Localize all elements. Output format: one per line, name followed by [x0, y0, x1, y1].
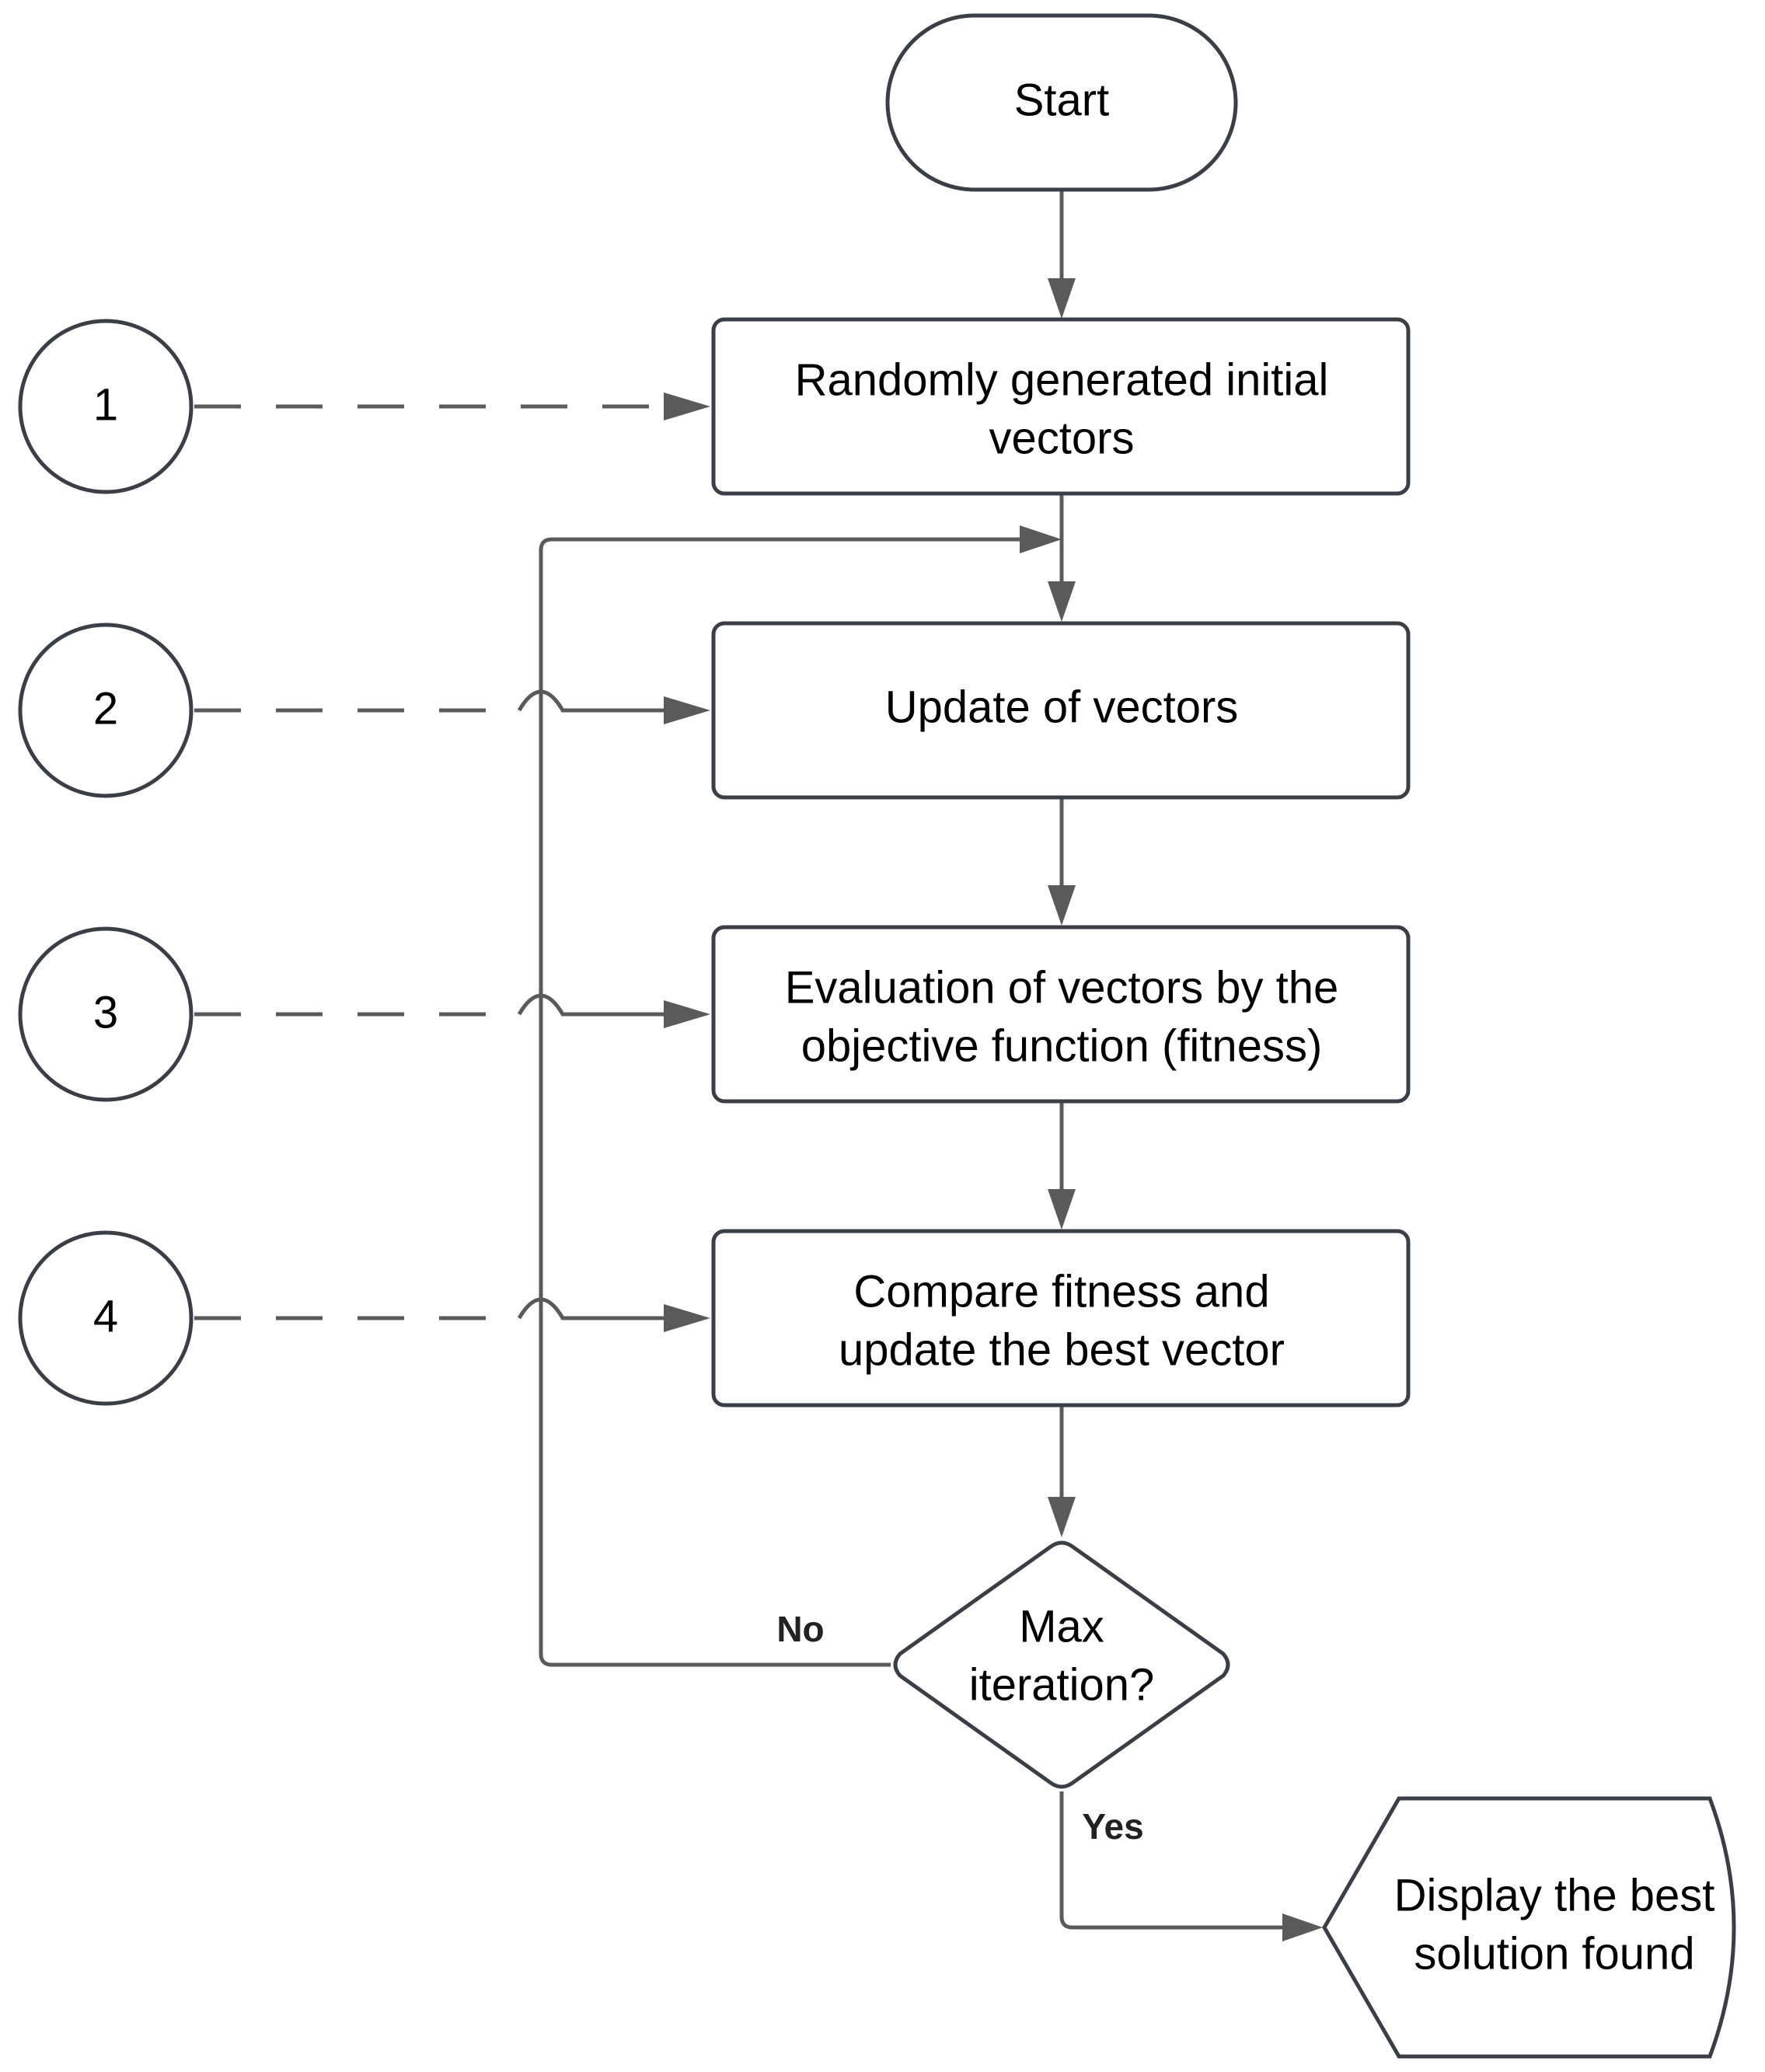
arrowhead-marker-1 [664, 392, 710, 420]
update-process-node: Update of vectors [711, 621, 1411, 800]
hop-over-4 [517, 1297, 668, 1320]
arrowhead-compare-to-decision [1048, 1497, 1076, 1537]
evaluate-process-node: Evaluation of vectors by the objective f… [711, 925, 1411, 1104]
step-marker-3: 3 [18, 926, 194, 1102]
branch-label-no: No [776, 1609, 824, 1649]
step-marker-4-label: 4 [93, 1291, 118, 1341]
arrowhead-start-to-init [1048, 278, 1076, 319]
step-marker-4: 4 [18, 1230, 194, 1406]
arrowhead-marker-4 [664, 1304, 710, 1332]
start-node: Start [885, 13, 1238, 192]
update-label: Update of vectors [885, 682, 1239, 732]
compare-label-line1: Compare fitness and [853, 1266, 1269, 1317]
step-marker-1-label: 1 [93, 379, 118, 430]
arrowhead-yes-to-display [1282, 1913, 1323, 1941]
decision-node: Max iteration? [893, 1540, 1230, 1789]
decision-label-line2: iteration? [969, 1659, 1155, 1710]
connector-no-loop [539, 537, 1026, 1667]
display-node: Display the best solution found [1322, 1796, 1736, 2059]
evaluate-label-line1: Evaluation of vectors by the [785, 962, 1339, 1013]
arrowhead-evaluate-to-compare [1048, 1189, 1076, 1230]
start-node-label: Start [1014, 75, 1110, 125]
display-label-line2: solution found [1414, 1928, 1694, 1979]
arrowhead-init-to-update [1048, 581, 1076, 622]
step-marker-2: 2 [18, 623, 194, 798]
init-process-node: Randomly generated initial vectors [711, 317, 1411, 496]
connector-yes-to-display [1059, 1791, 1290, 1930]
arrowhead-marker-2 [664, 696, 710, 724]
step-marker-2-label: 2 [93, 683, 118, 734]
hop-over-2 [517, 689, 668, 713]
compare-label-line2: update the best vector [839, 1324, 1285, 1375]
arrowhead-marker-3 [664, 1000, 710, 1028]
init-label-line2: vectors [989, 413, 1135, 463]
init-label-line1: Randomly generated initial [795, 354, 1329, 405]
evaluate-label-line2: objective function (fitness) [801, 1020, 1323, 1071]
hop-over-3 [517, 993, 668, 1017]
compare-process-node: Compare fitness and update the best vect… [711, 1229, 1411, 1407]
decision-label-line1: Max [1019, 1601, 1104, 1652]
display-label-line1: Display the best [1394, 1870, 1715, 1920]
step-marker-1: 1 [18, 319, 194, 494]
arrowhead-update-to-evaluate [1048, 885, 1076, 926]
arrowhead-no-loop [1020, 525, 1062, 553]
step-marker-3-label: 3 [93, 987, 118, 1038]
branch-label-yes: Yes [1082, 1806, 1143, 1847]
